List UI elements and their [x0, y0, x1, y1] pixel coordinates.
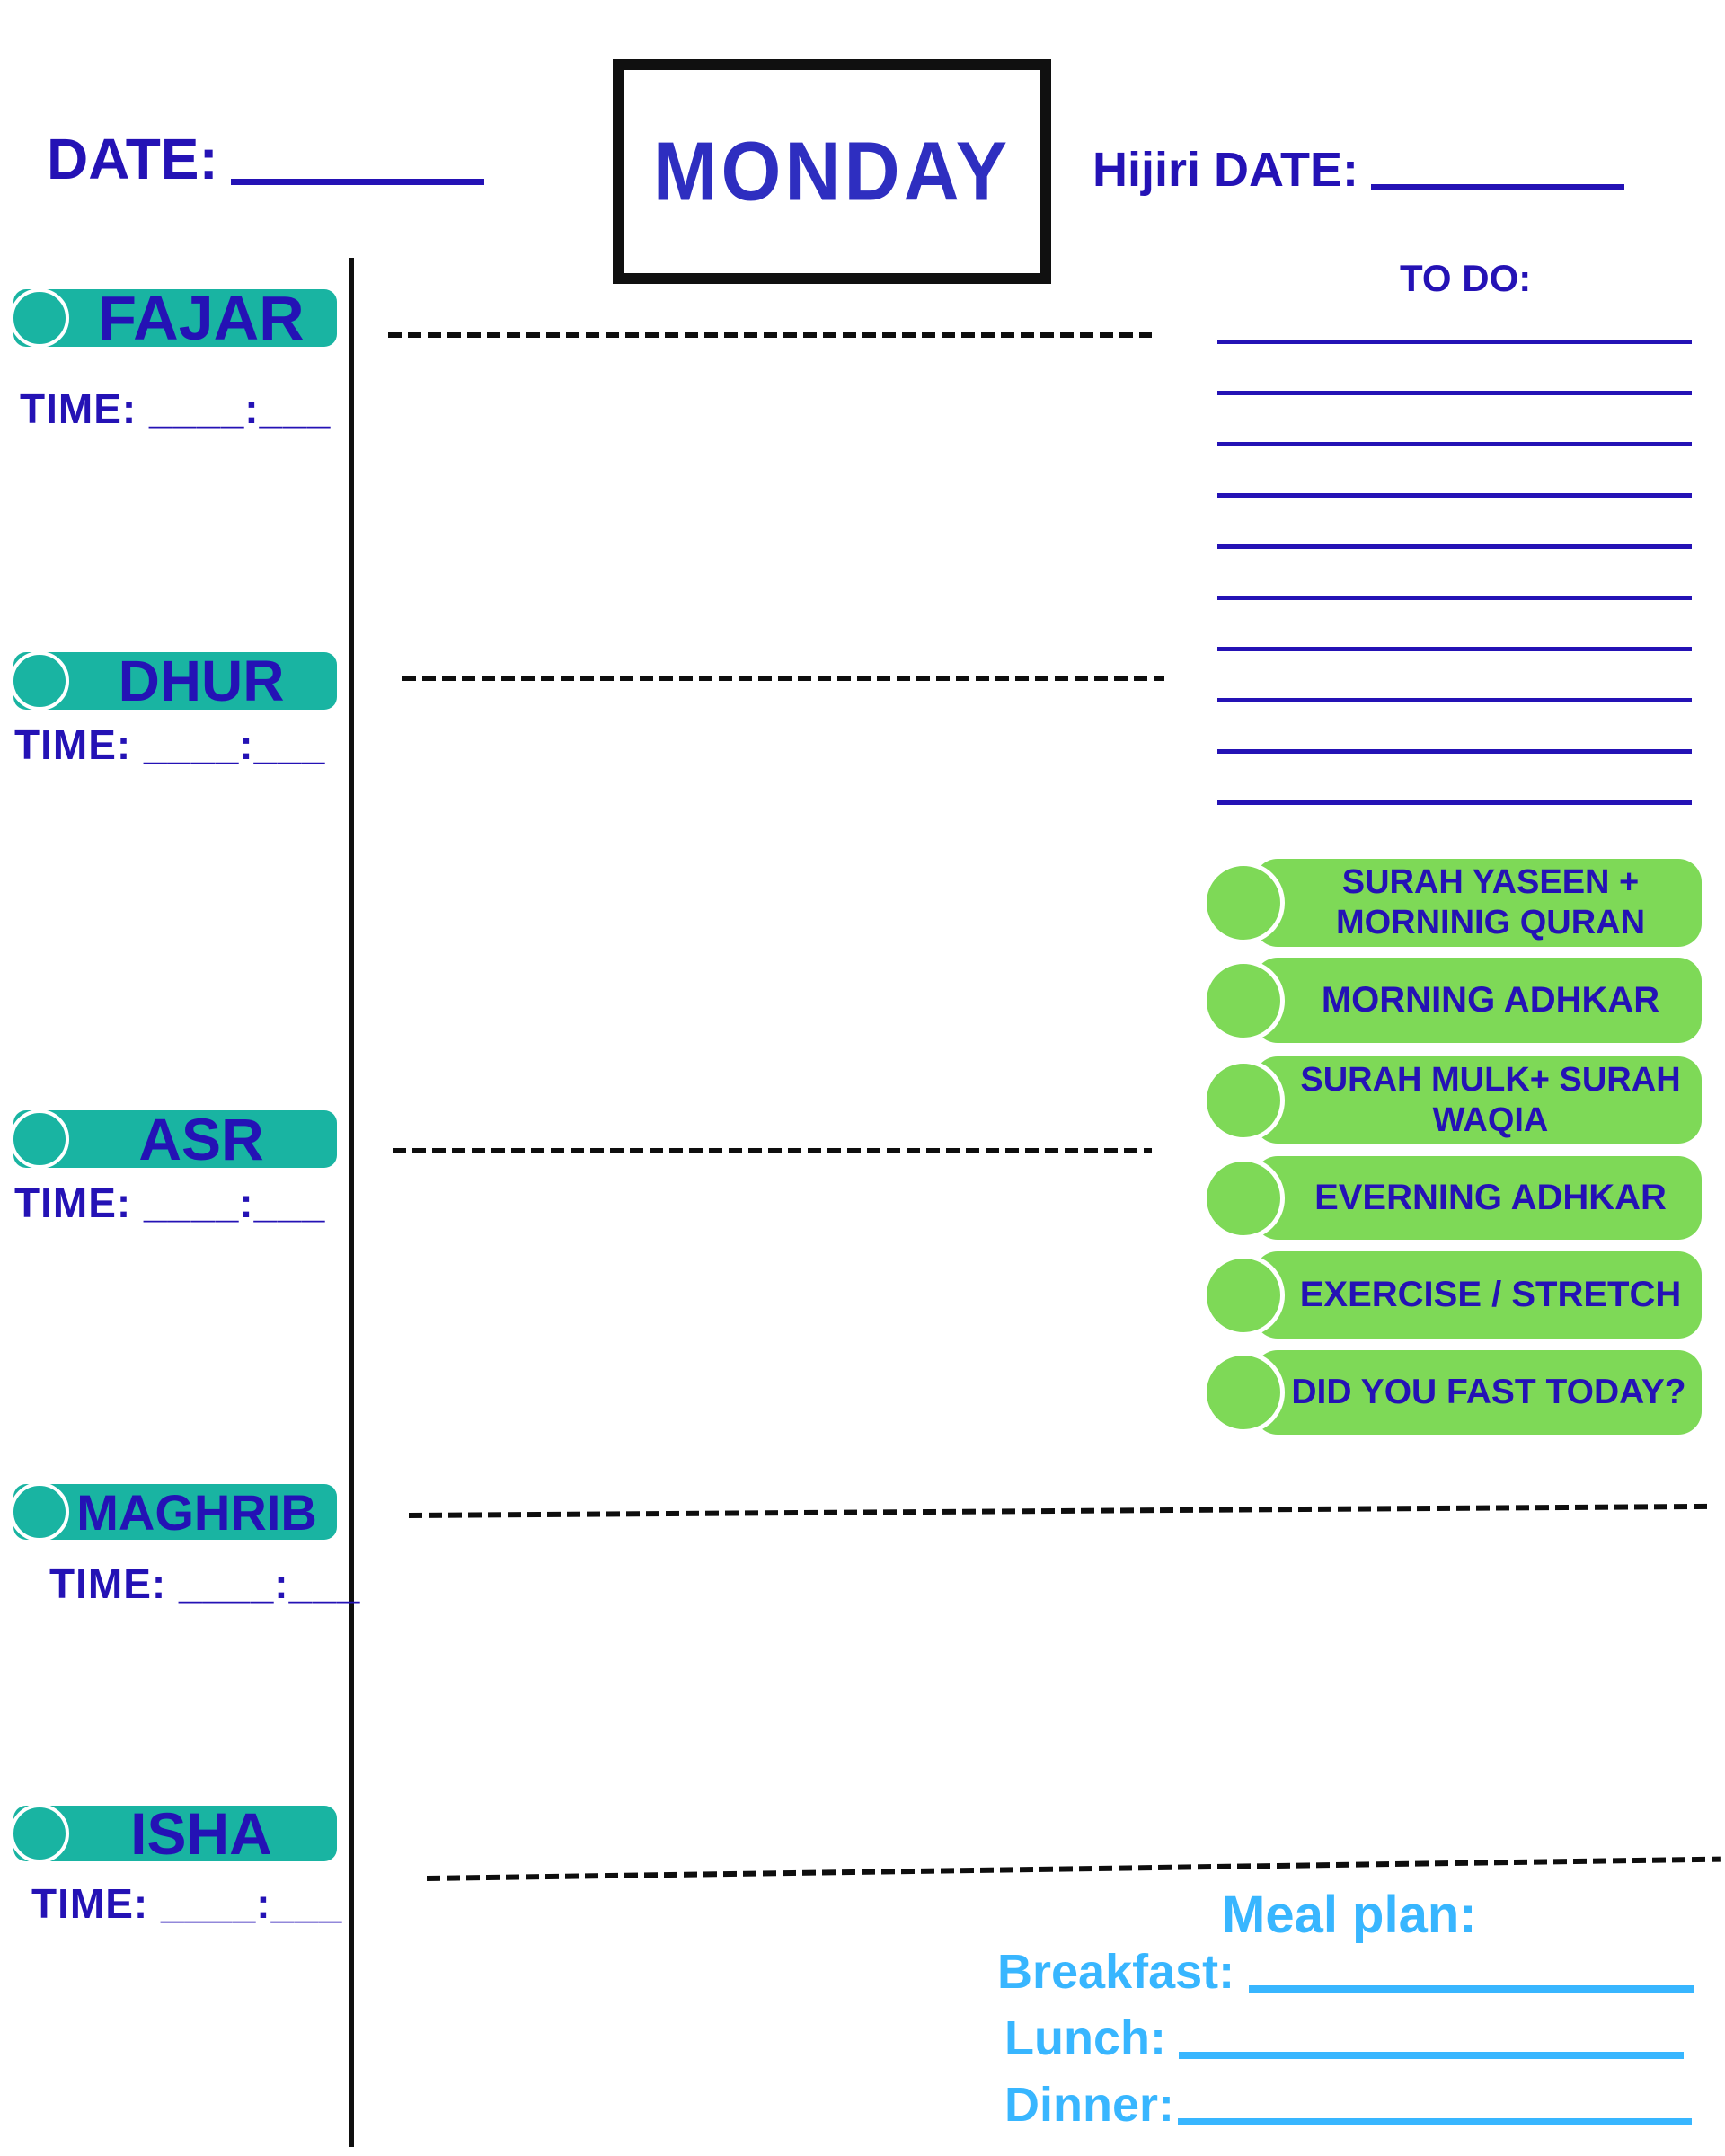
- breakfast-label: Breakfast:: [997, 1945, 1235, 1999]
- todo-heading: TO DO:: [1400, 257, 1532, 299]
- habit-pill-morning-adhkar: MORNING ADHKAR: [1202, 958, 1702, 1043]
- lunch-label: Lunch:: [1004, 2011, 1166, 2065]
- breakfast-blank-line[interactable]: [1249, 1985, 1695, 1993]
- prayer-name-isha: ISHA: [130, 1800, 272, 1867]
- todo-blank-line[interactable]: [1217, 749, 1692, 754]
- habit-label: SURAH YASEEN + MORNINIG QURAN: [1335, 863, 1646, 941]
- asr-time-field[interactable]: TIME: ____:___: [14, 1180, 326, 1226]
- prayer-pill-dhur: DHUR: [10, 649, 337, 713]
- prayer-name-maghrib: MAGHRIB: [76, 1483, 317, 1541]
- dinner-row: Dinner:: [1004, 2077, 1692, 2133]
- hijiri-date-field-row: Hijiri DATE:: [1092, 142, 1624, 198]
- todo-blank-line[interactable]: [1217, 698, 1692, 702]
- hijiri-date-blank-line[interactable]: [1371, 184, 1624, 190]
- habit-check-circle-icon[interactable]: [1202, 1351, 1285, 1434]
- dhur-check-circle-icon[interactable]: [10, 651, 69, 711]
- prayer-pill-maghrib: MAGHRIB: [10, 1482, 337, 1542]
- maghrib-notes-line: [408, 1503, 1713, 1518]
- prayer-pill-isha: ISHA: [10, 1800, 337, 1867]
- habit-pill-exercise: EXERCISE / STRETCH: [1202, 1251, 1702, 1339]
- habit-check-circle-icon[interactable]: [1202, 1156, 1285, 1240]
- lunch-row: Lunch:: [1004, 2010, 1684, 2066]
- todo-blank-line[interactable]: [1217, 391, 1692, 395]
- isha-notes-line: [426, 1856, 1721, 1881]
- prayer-name-dhur: DHUR: [118, 649, 285, 713]
- maghrib-time-field[interactable]: TIME: ____:___: [49, 1560, 361, 1607]
- dinner-label: Dinner:: [1004, 2078, 1174, 2132]
- asr-notes-line: [393, 1148, 1152, 1153]
- habit-pill-surah-yaseen: SURAH YASEEN + MORNINIG QURAN: [1202, 859, 1702, 947]
- dhur-time-field[interactable]: TIME: ____:___: [14, 721, 326, 768]
- day-title-box: MONDAY: [613, 59, 1051, 284]
- breakfast-row: Breakfast:: [997, 1944, 1695, 2000]
- isha-check-circle-icon[interactable]: [10, 1804, 69, 1863]
- fajar-notes-line: [388, 332, 1152, 338]
- day-title: MONDAY: [652, 124, 1012, 218]
- todo-blank-line[interactable]: [1217, 340, 1692, 344]
- habit-check-circle-icon[interactable]: [1202, 959, 1285, 1042]
- habit-check-circle-icon[interactable]: [1202, 1058, 1285, 1142]
- date-field-row: DATE:: [47, 126, 484, 192]
- meal-plan-heading: Meal plan:: [1222, 1886, 1477, 1944]
- todo-blank-line[interactable]: [1217, 647, 1692, 651]
- vertical-divider: [349, 258, 354, 2147]
- date-label: DATE:: [47, 127, 218, 191]
- todo-blank-line[interactable]: [1217, 544, 1692, 549]
- dinner-blank-line[interactable]: [1178, 2118, 1692, 2125]
- habit-label: SURAH MULK+ SURAH WAQIA: [1300, 1060, 1681, 1139]
- hijiri-date-label: Hijiri DATE:: [1092, 143, 1358, 197]
- fajar-check-circle-icon[interactable]: [10, 288, 69, 348]
- dhur-notes-line: [402, 676, 1164, 681]
- habit-check-circle-icon[interactable]: [1202, 862, 1285, 944]
- fajar-time-field[interactable]: TIME: ____:___: [20, 385, 332, 432]
- todo-blank-line[interactable]: [1217, 442, 1692, 446]
- habit-label: EVERNING ADHKAR: [1314, 1177, 1667, 1217]
- habit-check-circle-icon[interactable]: [1202, 1253, 1285, 1337]
- habit-pill-fast-today: DID YOU FAST TODAY?: [1202, 1350, 1702, 1435]
- prayer-name-asr: ASR: [138, 1106, 264, 1172]
- habit-label: DID YOU FAST TODAY?: [1291, 1372, 1686, 1411]
- maghrib-check-circle-icon[interactable]: [10, 1482, 69, 1542]
- asr-check-circle-icon[interactable]: [10, 1109, 69, 1169]
- isha-time-field[interactable]: TIME: ____:___: [31, 1880, 343, 1927]
- todo-blank-line[interactable]: [1217, 493, 1692, 498]
- habit-pill-evening-adhkar: EVERNING ADHKAR: [1202, 1156, 1702, 1240]
- prayer-pill-asr: ASR: [10, 1106, 337, 1172]
- habit-label: EXERCISE / STRETCH: [1299, 1274, 1682, 1314]
- habit-label: MORNING ADHKAR: [1321, 979, 1660, 1020]
- lunch-blank-line[interactable]: [1178, 2052, 1684, 2059]
- prayer-name-fajar: FAJAR: [98, 283, 305, 353]
- prayer-pill-fajar: FAJAR: [10, 283, 337, 353]
- habit-pill-surah-mulk: SURAH MULK+ SURAH WAQIA: [1202, 1056, 1702, 1144]
- date-blank-line[interactable]: [230, 179, 484, 185]
- todo-blank-line[interactable]: [1217, 596, 1692, 600]
- todo-blank-line[interactable]: [1217, 800, 1692, 805]
